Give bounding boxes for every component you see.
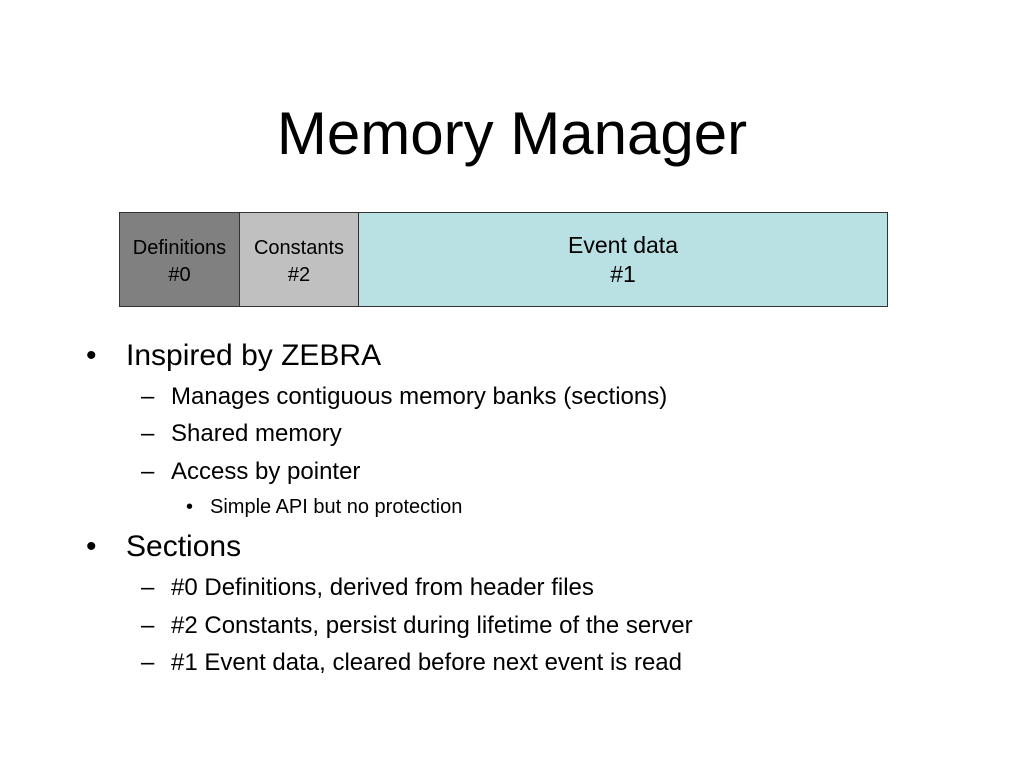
bank-definitions: Definitions #0 [120,213,240,306]
bullet-dash-icon: – [141,574,155,601]
bullet-dash-icon: – [141,649,155,676]
bullet-dot-icon: • [186,496,194,518]
bank-event-data: Event data #1 [359,213,887,306]
bullet-constants-section: – #2 Constants, persist during lifetime … [141,612,693,639]
bullet-shared-memory: – Shared memory [141,420,342,447]
bullet-manages-contiguous: – Manages contiguous memory banks (secti… [141,383,668,410]
bullet-event-data-section: – #1 Event data, cleared before next eve… [141,649,682,676]
bullet-dot-icon: • [86,530,97,563]
bank-definitions-number: #0 [168,264,191,286]
bank-definitions-label: Definitions [132,237,227,259]
bullet-definitions-section: – #0 Definitions, derived from header fi… [141,574,594,601]
bullet-access-by-pointer: – Access by pointer [141,458,361,485]
bank-constants-number: #2 [287,264,311,286]
bullet-dot-icon: • [86,339,97,372]
bullet-dash-icon: – [141,420,155,447]
bullet-simple-api: • Simple API but no protection [186,496,463,518]
bank-event-data-label: Event data [568,232,678,258]
bank-constants: Constants #2 [240,213,359,306]
bank-constants-label: Constants [253,237,345,259]
slide-title: Memory Manager [276,100,748,167]
bullet-sections: • Sections [86,530,242,563]
bullet-dash-icon: – [141,383,155,410]
memory-banks-diagram: Definitions #0 Constants #2 Event data #… [119,212,888,307]
bullet-dash-icon: – [141,612,155,639]
bullet-dash-icon: – [141,458,155,485]
bullet-inspired: • Inspired by ZEBRA [86,339,382,372]
bank-event-data-number: #1 [610,261,636,287]
